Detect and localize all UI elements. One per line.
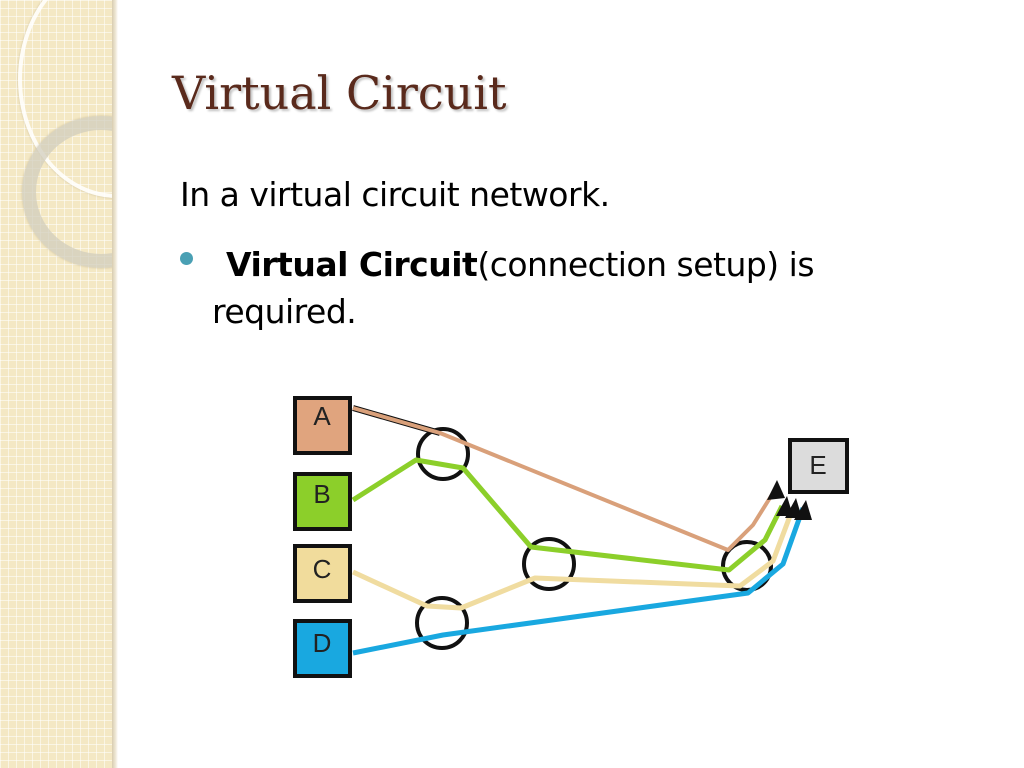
circuit-a-path <box>352 406 775 552</box>
slide-title: Virtual Circuit <box>172 66 507 120</box>
arrowhead-icon <box>776 496 793 516</box>
router-node-1 <box>416 427 470 481</box>
circuit-b <box>351 457 785 573</box>
node-e: E <box>788 438 849 494</box>
arrowhead-icon <box>794 500 812 520</box>
bullet-item: Virtual Circuit(connection setup) is <box>180 238 940 292</box>
circuit-d <box>352 507 806 656</box>
arrowhead-icon <box>767 480 785 500</box>
intro-text: In a virtual circuit network. <box>180 175 610 214</box>
bullet-text: Virtual Circuit(connection setup) is <box>226 245 815 284</box>
node-c-label: C <box>313 554 332 584</box>
node-b-label: B <box>313 479 330 509</box>
node-d: D <box>293 619 352 678</box>
decorative-sidebar <box>0 0 112 768</box>
circuit-c-path <box>351 507 796 611</box>
node-b: B <box>293 472 352 531</box>
sidebar-edge <box>112 0 118 768</box>
bullet-icon <box>180 252 193 265</box>
bullet-bold-text: Virtual Circuit <box>226 245 478 284</box>
circuit-d-path <box>352 507 806 656</box>
circuit-paths <box>351 405 806 656</box>
node-a-label: A <box>313 401 331 431</box>
bullet-continuation: required. <box>212 292 357 331</box>
circuit-b-path <box>351 457 785 573</box>
node-d-label: D <box>313 628 332 658</box>
router-node-4 <box>721 540 773 592</box>
bullet-rest-text: (connection setup) is <box>477 245 815 284</box>
circuit-c <box>351 507 796 611</box>
node-c: C <box>293 544 352 603</box>
arrowhead-icon <box>785 498 802 518</box>
arrowheads <box>767 480 812 520</box>
node-a: A <box>293 396 352 455</box>
node-e-label: E <box>809 450 826 480</box>
circuit-a <box>352 405 775 552</box>
virtual-circuit-diagram: A B C D E <box>293 396 849 678</box>
